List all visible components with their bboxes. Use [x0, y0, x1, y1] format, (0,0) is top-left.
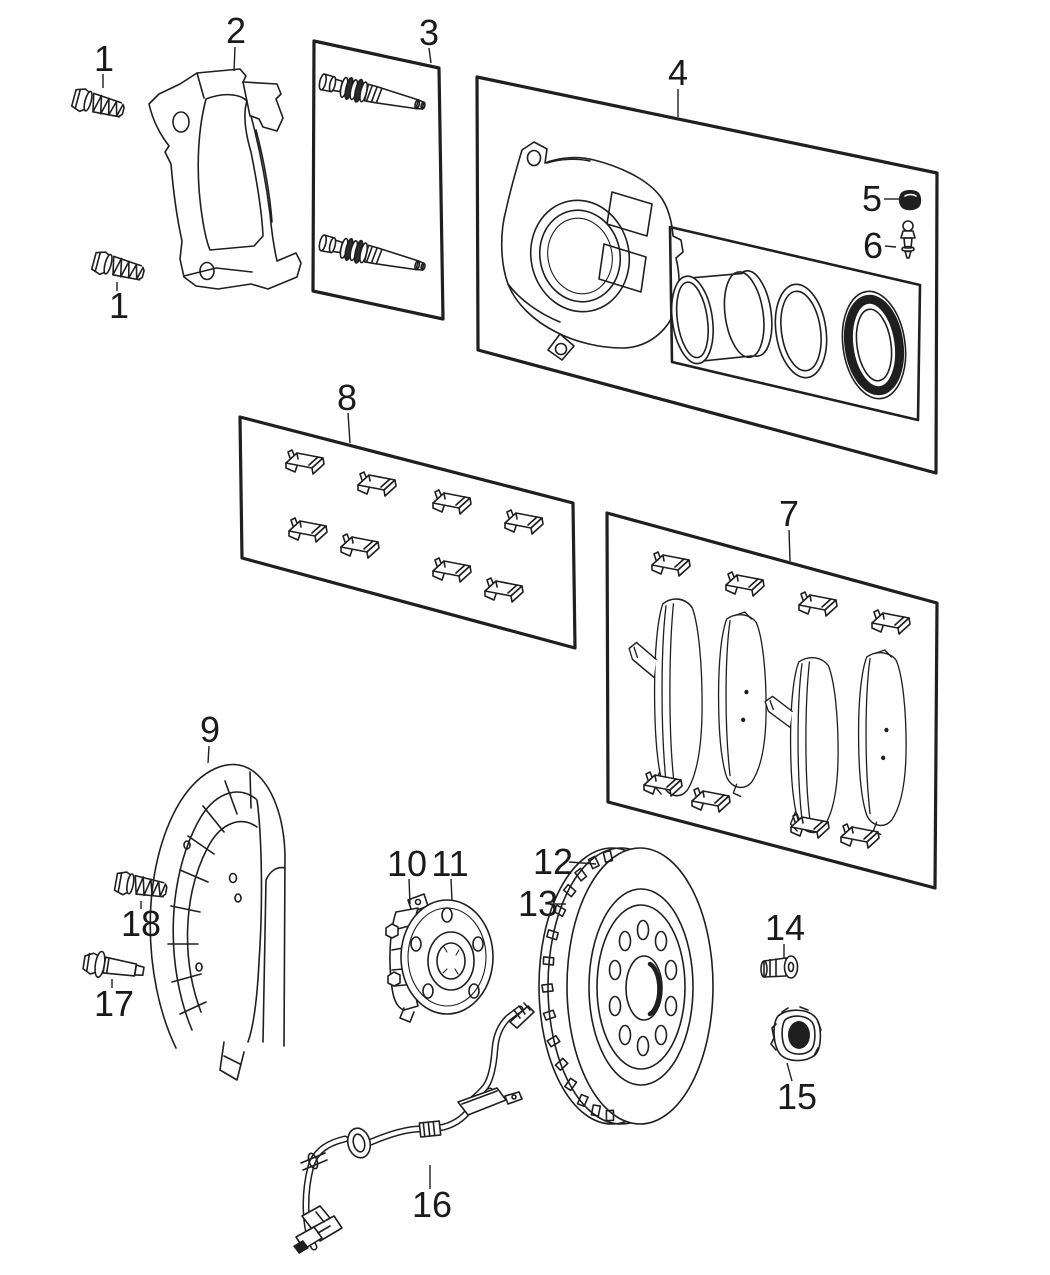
- bleeder-cap: [898, 190, 922, 211]
- leader-line-11: [450, 878, 453, 901]
- leader-line-15: [786, 1062, 793, 1082]
- leader-line-12: [568, 861, 597, 865]
- brake-rotor: [538, 847, 714, 1125]
- caliper-housing: [500, 141, 684, 361]
- rotor-set-screw: [760, 955, 799, 979]
- leader-line-9: [207, 745, 210, 764]
- piston-dust-boot: [841, 290, 907, 400]
- splash-shield: [149, 763, 286, 1081]
- hub-flange-nut: [770, 1006, 822, 1062]
- hub-bearing-assembly: [385, 893, 494, 1023]
- caliper-piston: [670, 270, 773, 365]
- wire-clamp: [300, 1152, 328, 1171]
- caliper-adapter-bracket: [148, 68, 302, 290]
- piston-seal-ring: [774, 283, 828, 379]
- hub-bolt: [82, 950, 145, 979]
- wire-grommet: [346, 1127, 372, 1159]
- leader-line-6: [884, 245, 897, 248]
- bleeder-screw: [900, 220, 916, 259]
- leader-line-7: [788, 529, 791, 562]
- wire-ferrule: [418, 1120, 442, 1138]
- leader-line-10: [408, 878, 411, 905]
- piston-seal-kit-box: [668, 225, 922, 422]
- rotor-lug-holes: [608, 919, 678, 1057]
- leader-line-2: [233, 46, 236, 72]
- rotor-vent-slots: [541, 849, 615, 1122]
- brake-pad-kit-box: [605, 511, 939, 890]
- caliper-kit-box: [475, 75, 939, 475]
- leader-line-8: [347, 412, 351, 444]
- wire-bracket: [457, 1087, 523, 1116]
- pad-hardware-kit-box: [238, 415, 577, 650]
- guide-pin-kit-box: [311, 39, 445, 321]
- abs-sensor-wire: [293, 1002, 535, 1254]
- sensor-connector: [293, 1205, 343, 1254]
- leader-line-3: [428, 47, 432, 64]
- sensor-head: [509, 1002, 535, 1029]
